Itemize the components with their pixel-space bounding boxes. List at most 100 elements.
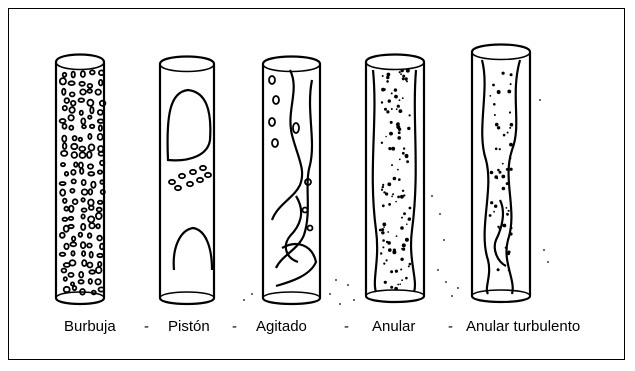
bubble — [90, 107, 93, 113]
bubble — [81, 198, 84, 202]
droplet — [395, 270, 398, 273]
droplet — [382, 204, 385, 207]
bubble — [87, 244, 92, 248]
droplet — [380, 252, 382, 254]
bubble — [69, 217, 74, 220]
droplet — [388, 203, 391, 206]
label-piston: Pistón — [168, 318, 210, 335]
separator-2: - — [232, 318, 237, 335]
droplet — [402, 152, 405, 155]
bubble — [72, 237, 75, 241]
droplet — [499, 171, 502, 174]
droplet — [397, 196, 400, 199]
bubble — [89, 189, 93, 194]
bubble — [72, 72, 75, 78]
bubble — [65, 98, 70, 103]
droplet — [387, 73, 391, 77]
tube-piston — [160, 57, 214, 305]
droplet — [508, 270, 510, 272]
bubble — [98, 170, 102, 173]
bubble — [73, 286, 77, 290]
droplet — [391, 164, 393, 166]
bubble — [99, 152, 104, 156]
droplet — [396, 235, 398, 237]
bubble — [98, 134, 103, 140]
droplet — [511, 227, 513, 229]
bubble — [98, 262, 101, 267]
droplet — [510, 83, 512, 85]
droplet — [386, 76, 389, 79]
bubble — [80, 168, 83, 174]
droplet — [507, 132, 509, 134]
bubble — [88, 200, 94, 206]
droplet — [506, 168, 509, 171]
bubble — [81, 242, 86, 248]
bubble — [96, 224, 100, 228]
droplet — [408, 217, 411, 220]
droplet — [505, 247, 507, 249]
droplet — [509, 127, 511, 129]
bubble — [81, 71, 85, 77]
droplet — [399, 71, 401, 73]
droplet — [382, 239, 385, 242]
droplet — [385, 136, 387, 138]
droplet — [385, 192, 388, 195]
droplet — [399, 283, 401, 285]
droplet — [502, 163, 504, 165]
droplet — [506, 182, 509, 185]
droplet — [407, 127, 410, 130]
bubble — [89, 144, 95, 150]
bubble — [97, 236, 102, 241]
label-anular-turbulento: Anular turbulento — [466, 318, 580, 335]
bubble — [79, 233, 83, 237]
bubble — [63, 73, 67, 77]
droplet — [386, 241, 388, 243]
bubble — [81, 224, 85, 230]
bubble — [97, 208, 102, 212]
droplet — [401, 248, 403, 250]
bubble — [68, 273, 73, 277]
droplet — [503, 224, 507, 228]
droplet — [398, 128, 401, 131]
droplet — [394, 95, 398, 99]
droplet — [390, 286, 393, 289]
bubble — [101, 190, 105, 194]
bubble — [100, 180, 103, 184]
bubble — [88, 134, 91, 139]
bubble — [71, 282, 74, 285]
droplet — [506, 213, 509, 216]
droplet — [497, 226, 499, 228]
bubble — [88, 172, 94, 176]
bubble — [88, 164, 93, 168]
droplet — [381, 189, 383, 191]
droplet — [387, 182, 391, 186]
droplet — [489, 95, 491, 97]
bubbles-agitado — [269, 76, 313, 231]
droplet — [399, 159, 401, 161]
droplet — [382, 186, 384, 188]
bubble — [90, 70, 95, 74]
bubble — [61, 151, 67, 156]
droplet — [398, 178, 401, 181]
bubble — [69, 107, 74, 113]
droplet — [391, 147, 395, 151]
bubble — [70, 260, 76, 265]
droplet — [397, 105, 400, 108]
bubble — [70, 189, 74, 193]
label-anular: Anular — [372, 318, 415, 335]
droplet — [509, 143, 513, 147]
bubble — [82, 260, 86, 266]
droplet — [395, 201, 397, 203]
bubble — [99, 125, 102, 131]
droplet — [510, 73, 513, 76]
bubble — [82, 125, 86, 128]
bubble — [82, 251, 85, 256]
bubble — [63, 143, 67, 149]
droplet — [409, 114, 411, 116]
droplet — [497, 268, 500, 271]
bubble — [60, 78, 66, 84]
droplet — [392, 250, 396, 254]
droplet — [384, 281, 387, 284]
droplet — [397, 169, 399, 171]
